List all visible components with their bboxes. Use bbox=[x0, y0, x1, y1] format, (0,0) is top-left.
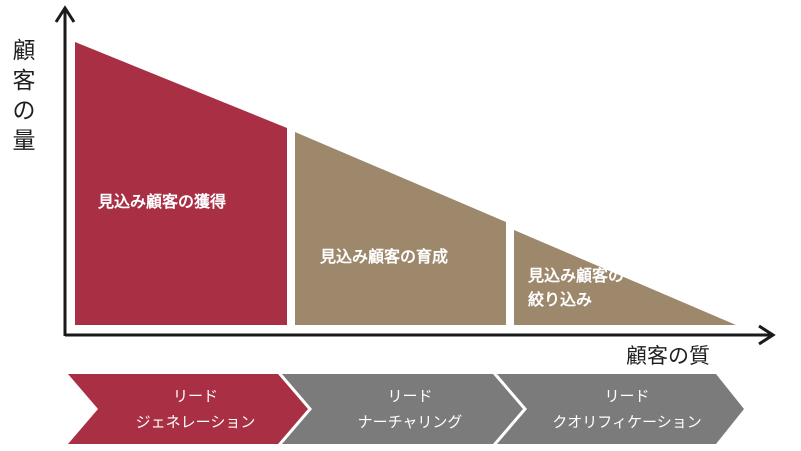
stage-label-nurturing-line1: リード bbox=[387, 387, 433, 405]
stage-label-generation: リード ジェネレーション bbox=[98, 374, 293, 444]
stage-label-generation-line2: ジェネレーション bbox=[135, 413, 256, 431]
x-axis-label: 顧客の質 bbox=[626, 344, 710, 368]
segment-qualification bbox=[514, 230, 736, 325]
segment-label-qualification: 見込み顧客の 絞り込み bbox=[528, 264, 624, 312]
stage-label-qualification-line1: リード bbox=[604, 387, 650, 405]
segment-label-qualification-line2: 絞り込み bbox=[528, 290, 593, 309]
stage-chevron-nurturing bbox=[282, 374, 523, 444]
y-axis-label: 顧客の量 bbox=[12, 38, 36, 154]
segment-label-nurturing: 見込み顧客の育成 bbox=[320, 247, 449, 266]
stage-label-nurturing-line2: ナーチャリング bbox=[357, 413, 463, 431]
stage-chevron-qualification bbox=[497, 374, 744, 444]
segment-label-qualification-line1: 見込み顧客の bbox=[528, 266, 625, 285]
segment-nurturing bbox=[295, 132, 506, 325]
stage-label-qualification-line2: クオリフィケーション bbox=[552, 413, 702, 431]
stage-chevron-generation bbox=[68, 374, 308, 444]
segment-acquisition bbox=[75, 42, 287, 325]
stage-label-nurturing: リード ナーチャリング bbox=[312, 374, 508, 444]
y-axis-arrowhead bbox=[54, 5, 76, 23]
x-axis-arrowhead bbox=[758, 324, 776, 346]
stage-label-generation-line1: リード bbox=[172, 387, 218, 405]
segment-label-acquisition: 見込み顧客の獲得 bbox=[98, 192, 227, 211]
stage-label-qualification: リード クオリフィケーション bbox=[517, 374, 737, 444]
